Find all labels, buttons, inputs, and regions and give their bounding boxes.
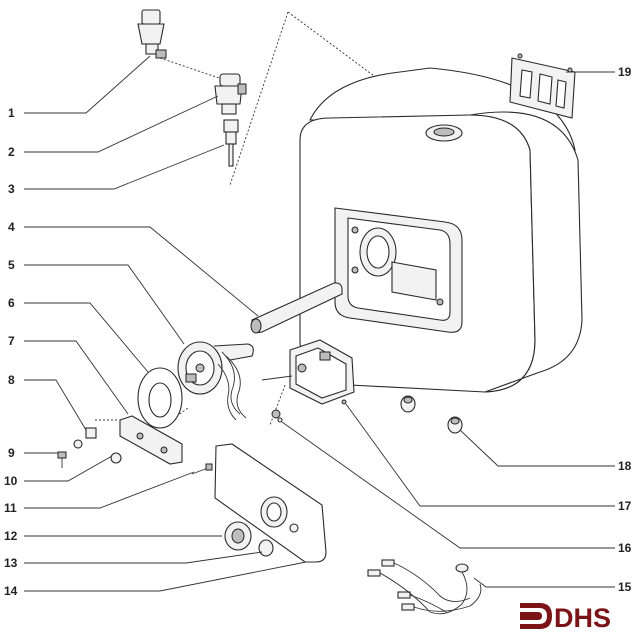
callout-3: 3 bbox=[8, 182, 15, 196]
wiring-harness-part-15 bbox=[367, 559, 482, 615]
water-heater-tank bbox=[299, 67, 583, 393]
callout-7: 7 bbox=[8, 334, 15, 348]
screw-part-11 bbox=[191, 463, 213, 475]
flange-gasket-part-6 bbox=[137, 367, 183, 429]
screw-part-9 bbox=[57, 451, 67, 468]
callout-13: 13 bbox=[4, 556, 18, 570]
heating-element-part-5 bbox=[177, 341, 254, 421]
callout-5: 5 bbox=[8, 258, 15, 272]
safety-valve-part-1 bbox=[137, 9, 167, 59]
callout-16: 16 bbox=[618, 541, 632, 555]
nut-part-10 bbox=[110, 452, 122, 464]
anode-rod-part-4 bbox=[250, 282, 343, 334]
thermostat-part-17 bbox=[261, 339, 355, 405]
callout-12: 12 bbox=[4, 529, 18, 543]
leader-lines bbox=[24, 55, 615, 592]
clamp-bracket-part-7 bbox=[119, 415, 183, 465]
callout-19: 19 bbox=[618, 65, 632, 79]
front-cover-part-14 bbox=[214, 443, 327, 563]
nut-part-8 bbox=[85, 427, 97, 439]
connector-part-3 bbox=[223, 119, 239, 167]
temperature-probe-part-16 bbox=[271, 409, 283, 423]
mixing-valve-part-2 bbox=[214, 73, 247, 115]
callout-2: 2 bbox=[8, 145, 15, 159]
callout-4: 4 bbox=[8, 220, 15, 234]
callout-9: 9 bbox=[8, 446, 15, 460]
callout-18: 18 bbox=[618, 459, 632, 473]
callout-14: 14 bbox=[4, 584, 18, 598]
callout-15: 15 bbox=[618, 580, 632, 594]
callout-labels: 1 2 3 4 5 6 7 8 9 10 11 12 13 14 15 16 1… bbox=[4, 65, 632, 598]
callout-10: 10 bbox=[4, 474, 18, 488]
callout-1: 1 bbox=[8, 106, 15, 120]
indicator-lamp-part-13 bbox=[258, 539, 274, 557]
callout-11: 11 bbox=[4, 501, 17, 515]
dhs-logo-mark bbox=[520, 603, 552, 629]
callout-8: 8 bbox=[8, 373, 15, 387]
drain-plug-part-18 bbox=[400, 395, 463, 434]
callout-6: 6 bbox=[8, 296, 15, 310]
washer-part-8b bbox=[73, 439, 83, 449]
dhs-logo: DHS bbox=[520, 603, 611, 633]
thermostat-knob-part-12 bbox=[224, 521, 252, 551]
callout-17: 17 bbox=[618, 499, 632, 513]
wall-bracket-part-19 bbox=[509, 53, 576, 119]
dhs-logo-text: DHS bbox=[554, 603, 611, 633]
